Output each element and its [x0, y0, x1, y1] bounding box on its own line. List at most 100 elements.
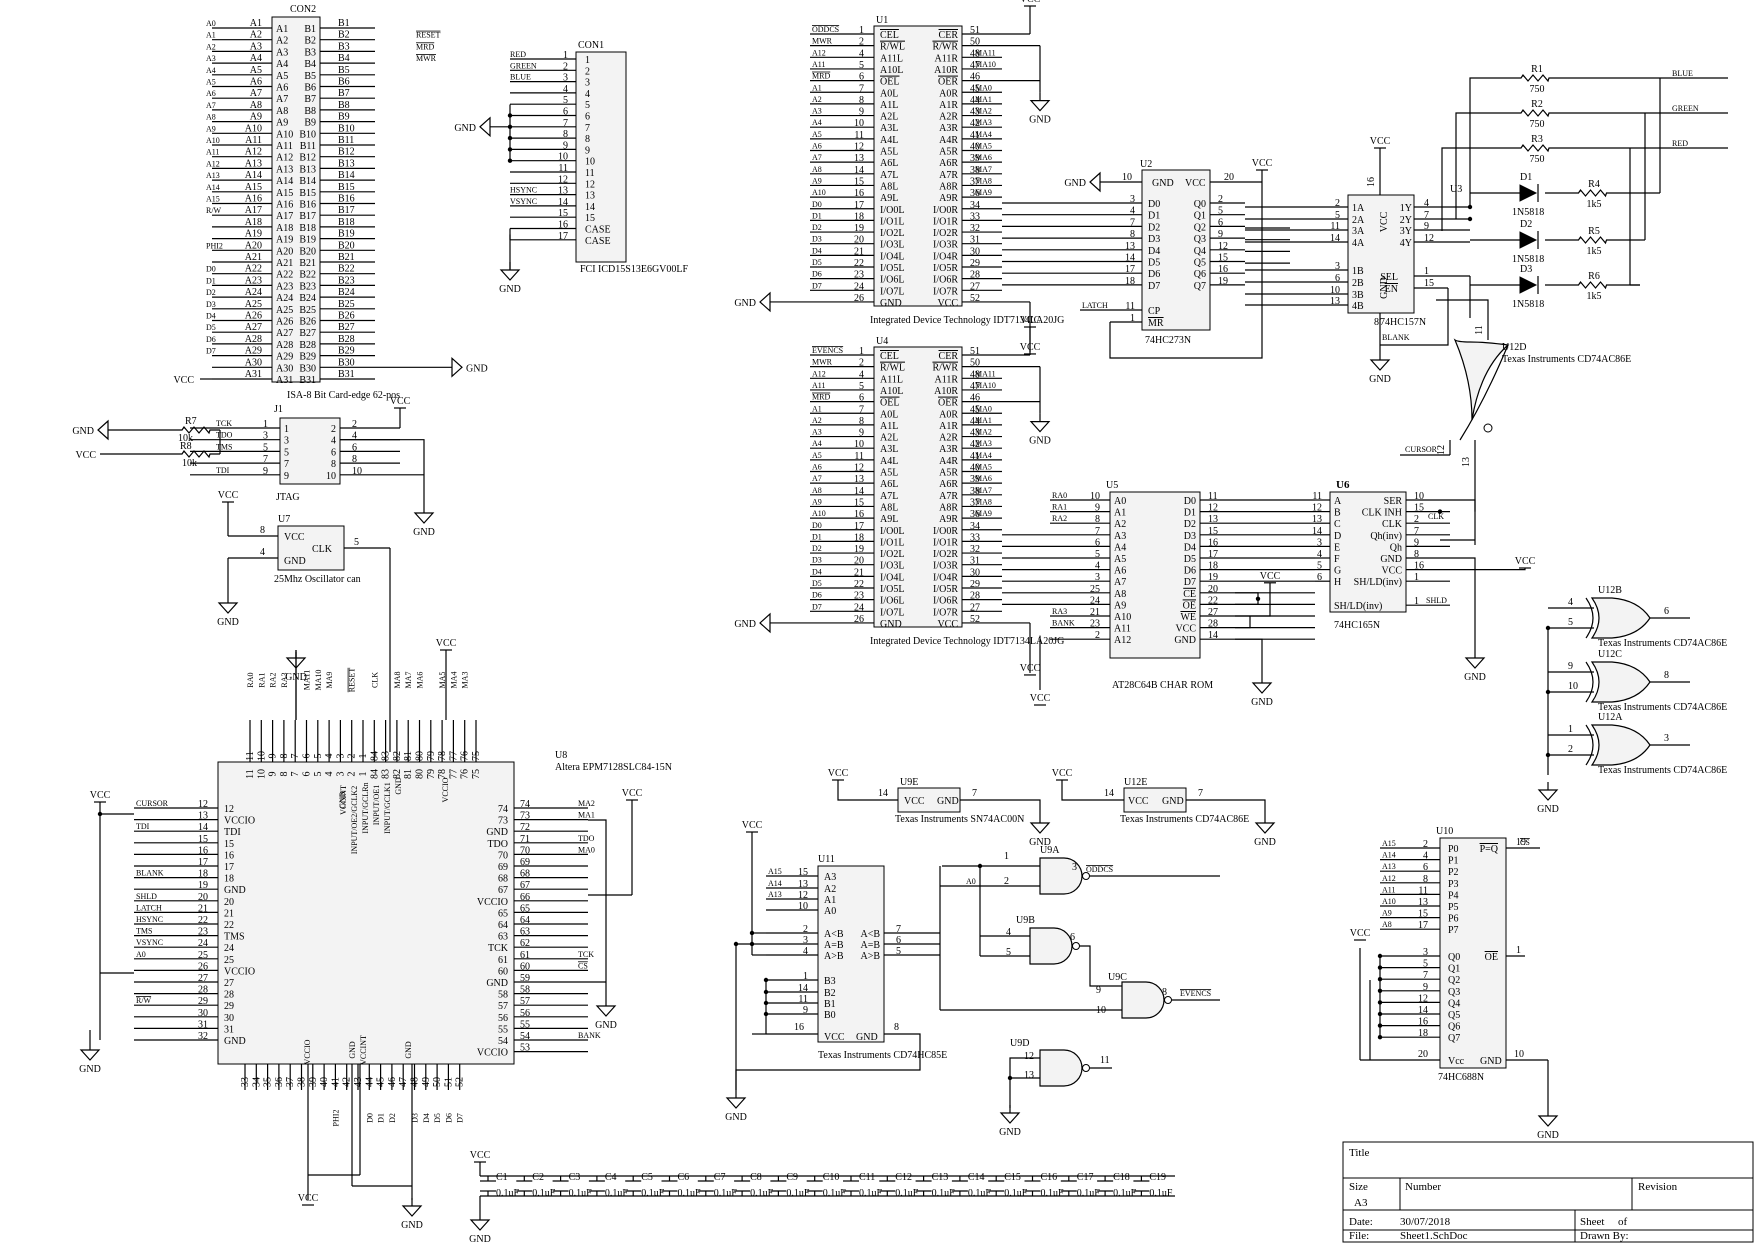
- u5-a-label: A8: [1114, 589, 1126, 600]
- gnd-triangle: [1254, 822, 1276, 834]
- u8-bottom-pin: 36: [274, 1077, 285, 1087]
- u10-body: [1439, 837, 1507, 1069]
- u4-right-label: A6R: [939, 479, 958, 490]
- con2-vcc: VCC: [173, 375, 194, 386]
- u1-right-net: MA9: [975, 188, 992, 197]
- u3-b-label: 1B: [1352, 266, 1364, 277]
- u3-vcc-label: VCC: [1379, 211, 1390, 232]
- u5-d-label: D4: [1184, 542, 1196, 553]
- u8-right-label: 57: [498, 1001, 508, 1012]
- u10-p-pin: 4: [1423, 851, 1428, 862]
- con2-b-pin: B5: [338, 65, 350, 76]
- u1-left-label: I/O5L: [880, 263, 904, 274]
- j1-desc: JTAG: [276, 492, 300, 503]
- u8-left-net: CURSOR: [136, 799, 169, 808]
- u9d-gnd: [999, 1105, 1021, 1124]
- gnd-triangle: [217, 602, 239, 614]
- junction-dot: [507, 158, 513, 163]
- u8-top-pin: 83: [381, 751, 392, 761]
- j1-left-pin: 5: [263, 442, 268, 453]
- u8-top-pin: 4: [324, 754, 335, 759]
- u8-right-label: 56: [498, 1013, 508, 1024]
- con2-a-pin: A12: [245, 147, 262, 158]
- con2-a-label: A3: [276, 47, 288, 58]
- u8-vccio-top: VCCIO: [441, 777, 450, 802]
- xor-in-pin: 9: [1568, 661, 1573, 672]
- u10-gnd-label: GND: [1480, 1056, 1502, 1067]
- u5-d-pin: 12: [1208, 503, 1218, 514]
- con2-b-label: B27: [299, 328, 316, 339]
- u8-top-net: RA0: [246, 672, 255, 687]
- con2-a-label: A10: [276, 129, 293, 140]
- gnd-label: GND: [734, 298, 756, 309]
- con2-a-net: A9: [206, 124, 216, 133]
- u4-right-label: I/O4R: [933, 572, 958, 583]
- con2-a-net: R/W: [206, 206, 222, 215]
- u10-p-label: P5: [1448, 902, 1459, 913]
- u4-right-pin: 46: [970, 393, 980, 404]
- u6-in-pin: 12: [1312, 503, 1322, 514]
- u4-left-net: A11: [812, 381, 825, 390]
- u1-left-pin: 23: [854, 270, 864, 281]
- u4-right-label: A8R: [939, 502, 958, 513]
- vcc-label: VCC: [828, 768, 849, 779]
- gnd-triangle: [451, 356, 463, 378]
- cap-val: 0.1uF: [859, 1188, 883, 1199]
- u4-left-net: A10: [812, 509, 826, 518]
- u4-left-pin: 18: [854, 532, 864, 543]
- cap-val: 0.1uF: [823, 1188, 847, 1199]
- xor-ref: U12C: [1598, 649, 1622, 660]
- gnd-triangle: [595, 1005, 617, 1017]
- con2-b-label: B17: [299, 211, 316, 222]
- u1-left-net: A7: [812, 153, 822, 162]
- gnd-triangle: [413, 512, 435, 524]
- u2-d-label: D1: [1148, 211, 1160, 222]
- con2-a-label: A30: [276, 363, 293, 374]
- u7-ref: U7: [278, 514, 290, 525]
- u4-left-pin: 24: [854, 602, 864, 613]
- u1-right-label: A7R: [939, 170, 958, 181]
- u8-top-net: MA11: [303, 670, 312, 691]
- u6-shld-label: SH/LD(inv): [1334, 601, 1382, 612]
- u3-b-pin: 13: [1330, 296, 1340, 307]
- u8-top-pin: 76: [460, 751, 471, 761]
- u1-right-label: A11R: [934, 53, 958, 64]
- gnd-label: GND: [595, 1020, 617, 1031]
- con2-a-net: D3: [206, 300, 216, 309]
- u4-right-label: I/O0R: [933, 526, 958, 537]
- u5-a-net: RA0: [1052, 491, 1067, 500]
- u8-bottom-net: D2: [388, 1113, 397, 1123]
- u8-right-label: 58: [498, 990, 508, 1001]
- u5-a-label: A11: [1114, 624, 1131, 635]
- xor-gnd: [1537, 782, 1559, 801]
- gnd-triangle: [401, 1205, 423, 1217]
- u4-right-net: MA11: [975, 369, 996, 378]
- con1-pin: 17: [558, 231, 568, 242]
- u8-left-pin: 26: [198, 961, 208, 972]
- u10-p-net: A14: [1382, 851, 1396, 860]
- con1-pin: 12: [558, 174, 568, 185]
- con2-b-pin: B26: [338, 311, 355, 322]
- u7-pin5: 5: [354, 537, 359, 548]
- vcc-label: VCC: [90, 790, 111, 801]
- u11-in-pin: 15: [798, 867, 808, 878]
- u8-left-label: 18: [224, 874, 234, 885]
- u4-left-pin: 8: [859, 416, 864, 427]
- u8-bottom-vccio: VCCIO: [303, 1039, 312, 1064]
- u8-left-net: BLANK: [136, 869, 164, 878]
- u4-right-pin: 32: [970, 544, 980, 555]
- u10-p-net: A10: [1382, 897, 1396, 906]
- con2-a-net: A6: [206, 89, 216, 98]
- wire: [1450, 499, 1476, 512]
- u3-en-pin: 15: [1424, 278, 1434, 289]
- u11-out-pin: 6: [896, 935, 901, 946]
- u6-in-pin: 11: [1312, 491, 1322, 502]
- con2-a-label: A28: [276, 340, 293, 351]
- con2-a-net: A1: [206, 31, 216, 40]
- u8-right-pin: 60: [520, 961, 530, 972]
- u8-bottom-pin: 51: [443, 1077, 454, 1087]
- u10-p-net: A9: [1382, 909, 1392, 918]
- cap-val: 0.1uF: [496, 1188, 520, 1199]
- u5-d-pin: 11: [1208, 491, 1218, 502]
- u8-right-label: 61: [498, 955, 508, 966]
